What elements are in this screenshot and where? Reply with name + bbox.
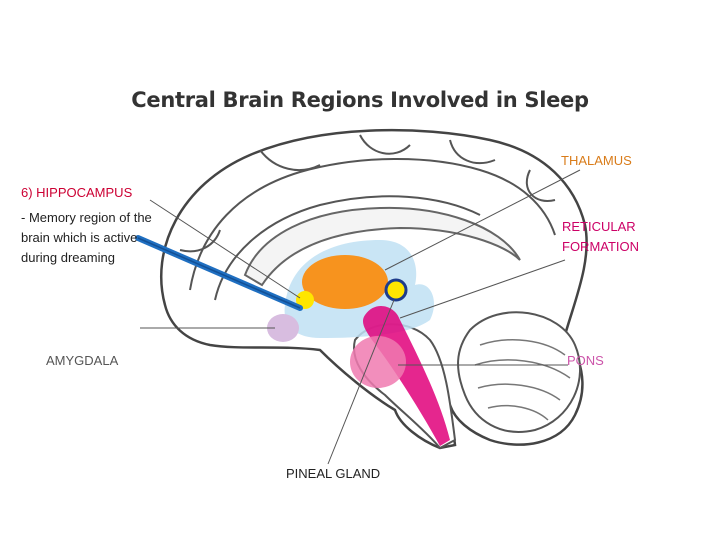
pons-label: PONS: [567, 353, 604, 368]
hippocampus-label: 6) HIPPOCAMPUS: [21, 185, 133, 200]
corpus-callosum: [243, 206, 521, 287]
pons: [350, 336, 406, 388]
amygdala: [267, 314, 299, 342]
thalamus-leader: [384, 169, 581, 271]
hippocampus-description: - Memory region of the brain which is ac…: [21, 210, 152, 265]
cerebellum-folia: [474, 339, 571, 421]
hippocampus: [296, 291, 314, 309]
amygdala-label: AMYGDALA: [46, 353, 119, 368]
thalamus: [302, 255, 388, 309]
pineal-gland-label: PINEAL GLAND: [286, 466, 381, 481]
pineal-gland: [384, 278, 408, 302]
reticular-formation-label: RETICULAR FORMATION: [562, 219, 640, 254]
pineal-leader: [327, 299, 395, 465]
hippocampus-leader: [149, 199, 301, 299]
hippocampus-pointer-edge: [137, 237, 301, 309]
diagram-title: Central Brain Regions Involved in Sleep: [131, 88, 589, 112]
reticular-leader: [399, 259, 566, 319]
brain-gyri: [179, 134, 556, 301]
thalamus-label: THALAMUS: [561, 153, 632, 168]
